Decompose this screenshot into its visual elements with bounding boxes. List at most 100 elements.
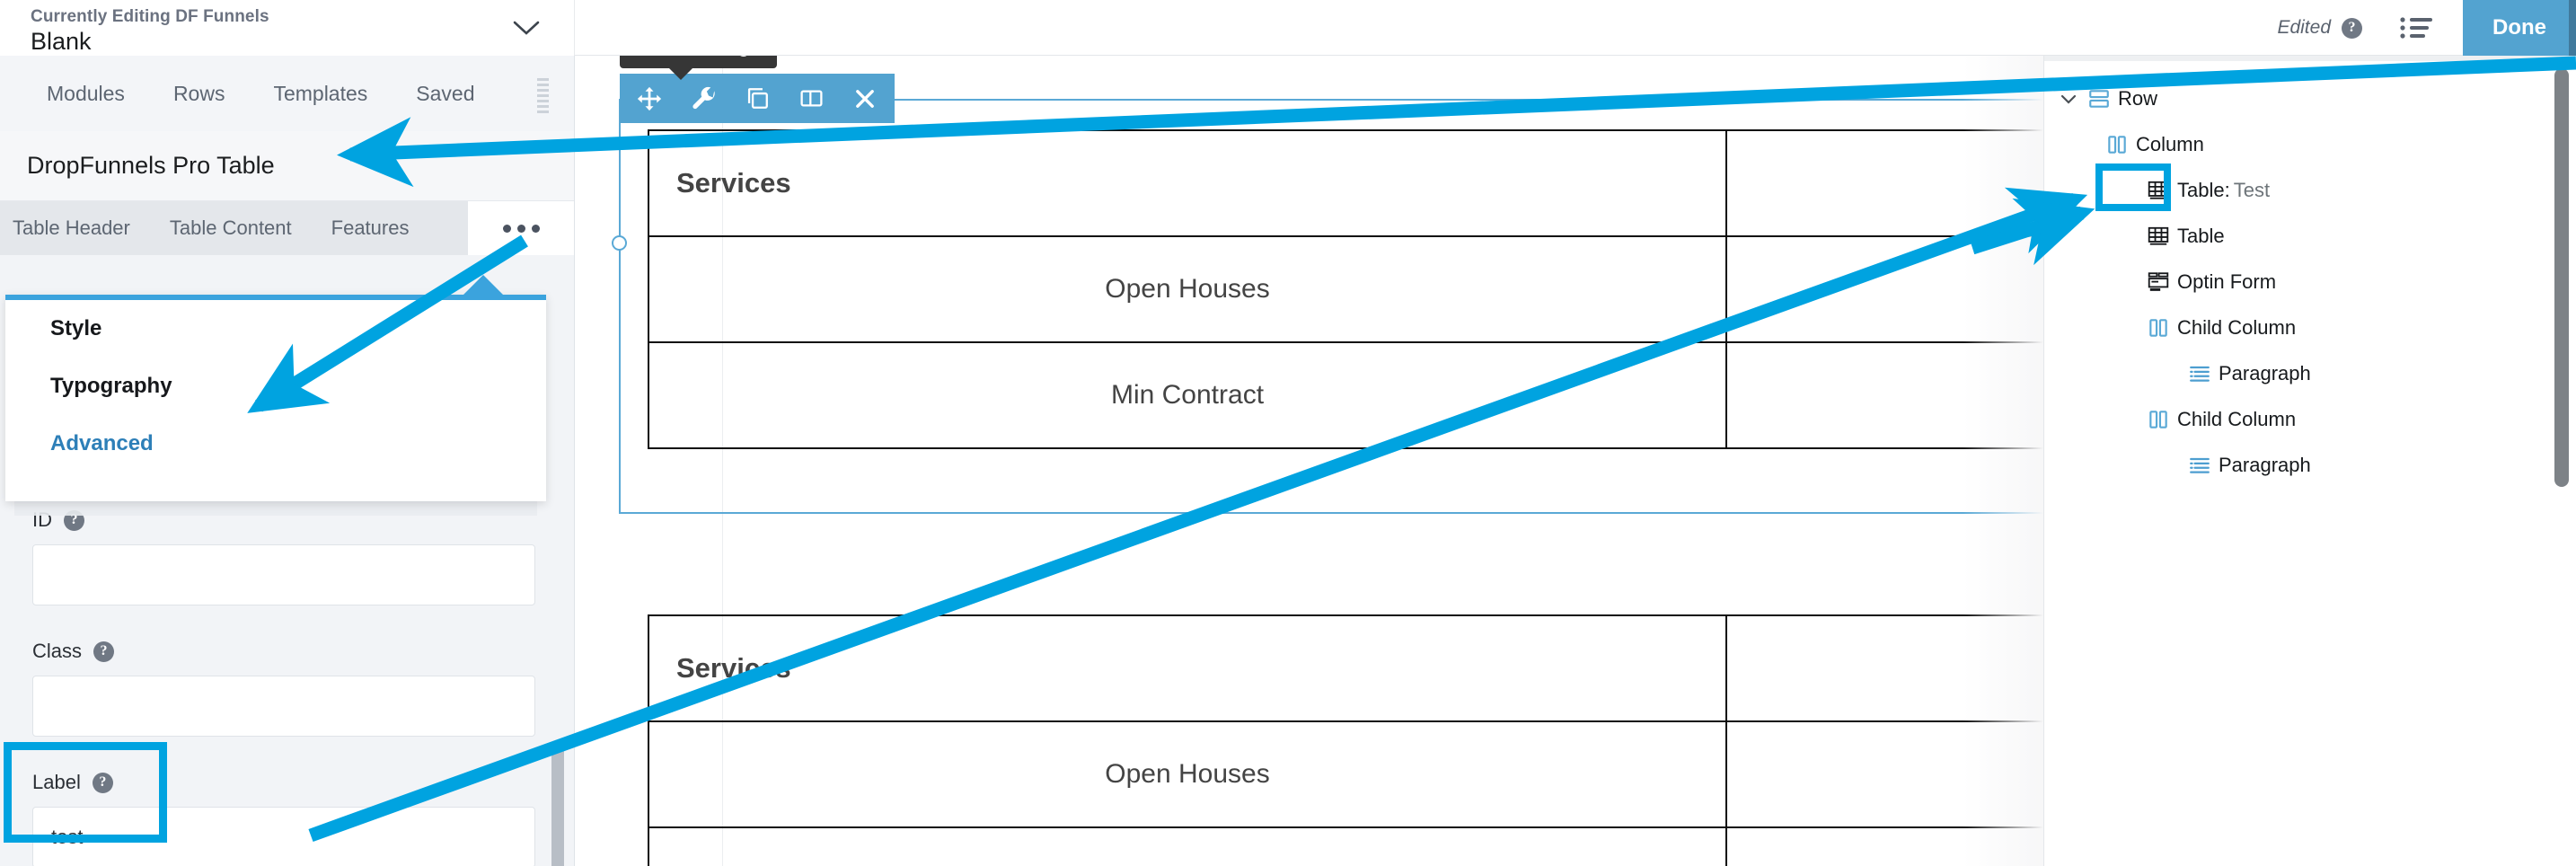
table-cell: Min Contract — [648, 341, 1727, 449]
chevron-down-icon[interactable] — [2057, 93, 2080, 105]
module-sub-tabs: Table Header Table Content Features — [0, 201, 574, 255]
label-input[interactable] — [32, 807, 535, 866]
tree-node-row[interactable]: Row — [2044, 75, 2576, 121]
table-row: Services — [648, 129, 2043, 237]
table-row: Min Contract — [648, 826, 2043, 866]
table-name-input[interactable] — [2229, 178, 2321, 202]
tree-node-label: Row — [2118, 86, 2158, 110]
menu-item-typography[interactable]: Typography — [50, 374, 172, 398]
column-icon — [2098, 133, 2136, 156]
outline-panel-scrollbar[interactable] — [2554, 68, 2569, 487]
subtab-table-header[interactable]: Table Header — [13, 216, 130, 239]
table-module-2[interactable]: Services Open Houses Min Contract — [648, 614, 2043, 866]
tree-node-column[interactable]: Column — [2044, 121, 2576, 167]
tree-node-label: Child Column — [2177, 315, 2297, 339]
panel-tabs: Modules Rows Templates Saved — [0, 56, 574, 131]
tree-node-label: Paragraph — [2219, 361, 2311, 384]
table-cell — [1725, 341, 2043, 449]
field-class: Class ? — [32, 640, 535, 737]
table-row: Open Houses — [648, 235, 2043, 343]
table-cell — [1725, 129, 2043, 237]
duplicate-icon[interactable] — [740, 82, 774, 116]
tree-node-label: Column — [2136, 132, 2204, 155]
paragraph-icon — [2181, 454, 2219, 477]
menu-item-advanced[interactable]: Advanced — [50, 431, 154, 455]
menu-item-style[interactable]: Style — [50, 316, 102, 340]
module-options-dropdown: Style Typography Advanced — [5, 275, 546, 501]
drag-grip-icon[interactable] — [537, 78, 549, 116]
subtab-features[interactable]: Features — [331, 216, 410, 239]
settings-panel-scrollbar[interactable] — [551, 742, 564, 866]
class-input[interactable] — [32, 676, 535, 737]
edited-status: Edited ? — [2277, 17, 2362, 39]
move-arrows-icon[interactable] — [632, 82, 666, 116]
page-title: Blank — [31, 28, 92, 55]
tree-node-child-column-2[interactable]: Child Column — [2044, 396, 2576, 442]
column-icon — [2139, 316, 2177, 340]
table-icon — [2139, 179, 2177, 202]
outline-list-icon[interactable] — [2396, 10, 2436, 46]
table-module-1[interactable]: Services Open Houses Min Contract — [648, 129, 2043, 449]
table-cell — [1725, 235, 2043, 343]
done-button-shadow — [2569, 0, 2576, 56]
tree-node-label: Optin Form — [2177, 270, 2277, 293]
outline-panel-divider — [2044, 56, 2576, 61]
tree-node-label: Table — [2177, 224, 2225, 247]
tree-node-label: Paragraph — [2219, 453, 2311, 476]
field-class-label-row: Class ? — [32, 640, 534, 663]
tab-saved[interactable]: Saved — [416, 81, 475, 105]
field-label-label-row: Label ? — [32, 771, 534, 794]
tree-node-optin-form[interactable]: Optin Form — [2044, 259, 2576, 305]
table-cell — [1725, 614, 2043, 722]
edited-label: Edited — [2277, 17, 2331, 38]
editing-eyebrow: Currently Editing DF Funnels — [31, 7, 269, 26]
table-cell: Services — [648, 614, 1727, 722]
tree-node-child-column-1[interactable]: Child Column — [2044, 305, 2576, 350]
subtab-table-content[interactable]: Table Content — [169, 216, 292, 239]
module-name-heading: DropFunnels Pro Table — [0, 131, 574, 201]
table-row: Services — [648, 614, 2043, 722]
tree-node-label: Table: — [2177, 178, 2230, 201]
table-cell: Min Contract — [648, 826, 1727, 866]
editing-context[interactable]: Currently Editing DF Funnels Blank — [0, 0, 575, 56]
table-cell: Services — [648, 129, 1727, 237]
question-mark-icon[interactable]: ? — [2342, 17, 2362, 39]
advanced-settings-form: ID ? Class ? Label ? — [0, 458, 574, 866]
row-icon — [2080, 87, 2118, 110]
chevron-down-icon[interactable] — [513, 20, 540, 36]
question-mark-icon[interactable]: ? — [93, 641, 115, 662]
id-input[interactable] — [32, 544, 535, 605]
tab-rows[interactable]: Rows — [172, 81, 225, 105]
field-id: ID ? — [32, 508, 535, 605]
table-cell: Open Houses — [648, 235, 1727, 343]
tree-node-label: Child Column — [2177, 407, 2297, 430]
tree-node-paragraph-2[interactable]: Paragraph — [2044, 442, 2576, 488]
done-button[interactable]: Done — [2463, 0, 2576, 56]
table-cell: Open Houses — [648, 720, 1727, 828]
table-cell — [1725, 720, 2043, 828]
top-bar: Currently Editing DF Funnels Blank Edite… — [0, 0, 2576, 56]
wrench-icon[interactable] — [686, 82, 720, 116]
tree-node-table-named[interactable]: Table: — [2044, 167, 2576, 213]
layer-tree: Row Column — [2044, 56, 2576, 488]
table-row: Min Contract — [648, 341, 2043, 449]
tab-modules[interactable]: Modules — [47, 81, 125, 105]
paragraph-icon — [2181, 362, 2219, 385]
page-canvas: Table Settings — [576, 56, 2043, 866]
column-layout-icon[interactable] — [794, 82, 828, 116]
optin-form-icon — [2139, 270, 2177, 294]
tree-node-paragraph-1[interactable]: Paragraph — [2044, 350, 2576, 396]
module-toolbar — [620, 74, 895, 123]
row-resize-handle[interactable] — [612, 235, 627, 251]
question-mark-icon[interactable]: ? — [92, 772, 113, 793]
close-x-icon[interactable] — [848, 82, 882, 116]
ellipsis-icon[interactable] — [468, 201, 574, 255]
top-bar-actions: Edited ? Done — [2277, 0, 2576, 56]
tab-templates[interactable]: Templates — [273, 81, 368, 105]
field-label-label: Label — [32, 771, 81, 793]
field-label: Label ? — [32, 771, 535, 866]
tree-node-table[interactable]: Table — [2044, 213, 2576, 259]
table-cell — [1725, 826, 2043, 866]
dropdown-caret-icon — [463, 275, 503, 295]
